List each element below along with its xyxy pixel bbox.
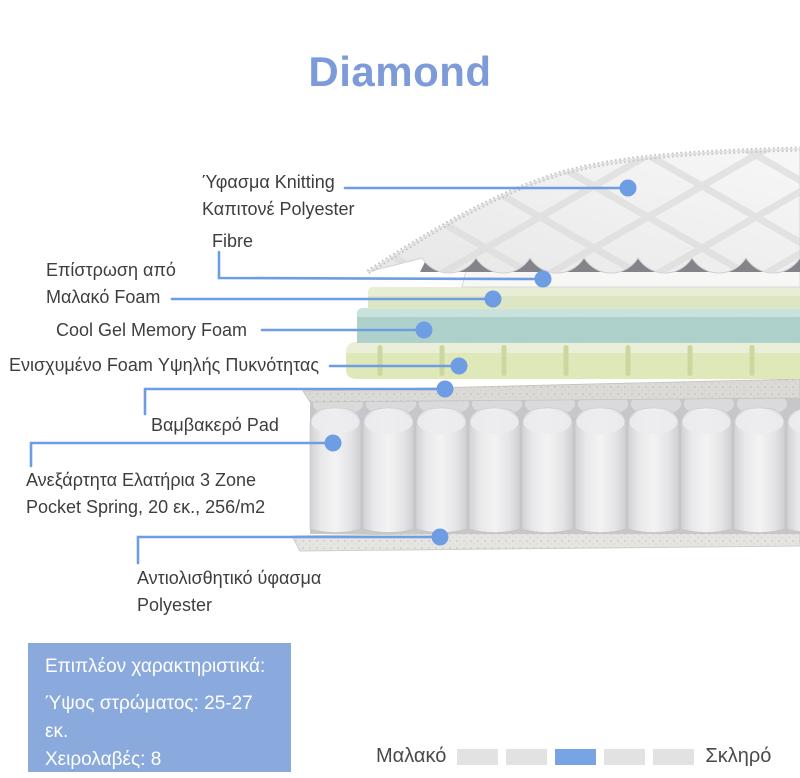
callout-label-hd-foam: Ενισχυμένο Foam Υψηλής Πυκνότητας	[9, 352, 319, 379]
callout-lines	[29, 179, 637, 565]
callout-label-soft-foam: Επίστρωση από Μαλακό Foam	[46, 257, 176, 311]
callout-label-cool-gel: Cool Gel Memory Foam	[56, 317, 247, 344]
callout-text: Ανεξάρτητα Ελατήρια 3 Zone	[26, 470, 257, 490]
callout-text: Αντιολισθητικό ύφασμα	[137, 568, 322, 588]
firmness-segment-1	[457, 748, 499, 765]
callout-label-springs: Ανεξάρτητα Ελατήρια 3 Zone Pocket Spring…	[26, 467, 265, 521]
callout-text: Polyester	[137, 595, 213, 615]
callout-label-fibre: Fibre	[212, 228, 253, 255]
callout-label-cover: Ύφασμα Knitting Καπιτονέ Polyester	[202, 169, 355, 223]
callout-text: Επίστρωση από	[46, 260, 176, 280]
extra-feature-item: Χειρολαβές: 8	[45, 749, 162, 770]
callout-text: Ύφασμα Knitting	[202, 172, 335, 192]
callout-label-anti-slip: Αντιολισθητικό ύφασμα Polyester	[137, 565, 321, 619]
firmness-segments	[457, 748, 695, 765]
quilted-cover	[366, 146, 800, 275]
firmness-hard-label: Σκληρό	[705, 745, 772, 767]
callout-label-cotton-pad: Βαμβακερό Pad	[151, 412, 279, 439]
callout-text: Βαμβακερό Pad	[151, 415, 279, 435]
firmness-segment-2	[506, 748, 548, 765]
firmness-segment-4	[604, 748, 646, 765]
callout-text: Καπιτονέ Polyester	[202, 199, 355, 219]
firmness-scale: Μαλακό Σκληρό	[376, 745, 771, 768]
extra-feature-item: Ύψος στρώματος: 25-27 εκ.	[45, 693, 253, 742]
extra-features-box: Επιπλέον χαρακτηριστικά: Ύψος στρώματος:…	[28, 643, 291, 778]
extra-features-heading: Επιπλέον χαρακτηριστικά:	[45, 656, 266, 677]
cool-gel-layer	[357, 308, 800, 343]
page-title: Diamond	[308, 48, 492, 95]
pocket-springs-layer	[309, 391, 800, 534]
callout-text: Μαλακό Foam	[46, 287, 161, 307]
callout-text: Fibre	[212, 231, 254, 251]
firmness-segment-5	[653, 748, 695, 765]
hd-foam-layer	[346, 342, 800, 379]
callout-text: Pocket Spring, 20 εκ., 256/m2	[26, 497, 266, 517]
extra-feature-item: Μονής όψης	[45, 774, 281, 778]
callout-text: Ενισχυμένο Foam Υψηλής Πυκνότητας	[9, 355, 320, 375]
cotton-pad-layer	[302, 378, 800, 403]
firmness-segment-3	[555, 748, 597, 765]
firmness-soft-label: Μαλακό	[376, 745, 447, 767]
callout-text: Cool Gel Memory Foam	[56, 320, 248, 340]
